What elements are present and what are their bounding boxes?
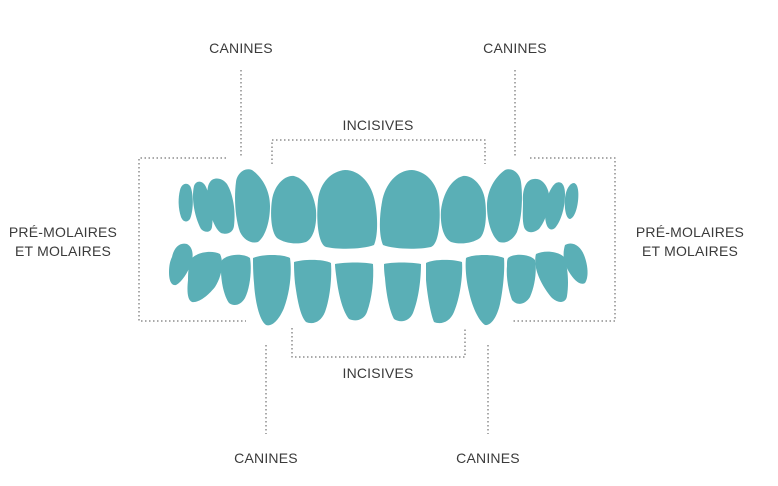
- label-premolars-left-line2: ET MOLAIRES: [14, 243, 112, 259]
- tooth-lower-left-canine: [253, 255, 291, 326]
- tooth-upper-left-central-incisor: [317, 170, 378, 249]
- tooth-upper-left-lateral-incisor: [271, 175, 317, 244]
- tooth-lower-right-canine: [465, 255, 505, 326]
- label-canines-top-right: CANINES: [483, 40, 547, 56]
- tooth-upper-left-premolar: [207, 178, 235, 234]
- label-canines-bottom-left: CANINES: [234, 450, 298, 466]
- upper-teeth: [178, 169, 579, 249]
- guide-premolars-left: [138, 157, 246, 322]
- label-premolars-left-line1: PRÉ-MOLAIRES: [8, 224, 118, 240]
- lower-teeth: [169, 243, 588, 326]
- tooth-upper-right-molar-3: [564, 183, 579, 219]
- label-premolars-right-line2: ET MOLAIRES: [641, 243, 739, 259]
- label-premolars-right: PRÉ-MOLAIRES ET MOLAIRES: [636, 223, 744, 261]
- tooth-lower-left-lateral-incisor: [294, 259, 332, 324]
- tooth-lower-left-molar-2: [187, 251, 223, 303]
- guide-lines: [138, 70, 616, 434]
- tooth-upper-right-canine: [487, 169, 522, 243]
- tooth-upper-left-canine: [235, 169, 270, 243]
- tooth-lower-left-molar-3: [169, 243, 193, 286]
- tooth-upper-right-premolar: [522, 178, 550, 233]
- tooth-upper-right-molar-2: [545, 182, 565, 230]
- tooth-upper-right-central-incisor: [379, 170, 440, 249]
- guide-incisives-bottom: [291, 328, 466, 358]
- label-premolars-left: PRÉ-MOLAIRES ET MOLAIRES: [9, 223, 117, 261]
- tooth-lower-left-central-incisor: [335, 262, 374, 321]
- label-premolars-right-line1: PRÉ-MOLAIRES: [635, 224, 745, 240]
- label-canines-top-left: CANINES: [209, 40, 273, 56]
- label-canines-bottom-right: CANINES: [456, 450, 520, 466]
- tooth-lower-right-lateral-incisor: [426, 259, 463, 324]
- guide-incisives-top: [271, 139, 486, 164]
- tooth-lower-right-central-incisor: [384, 262, 421, 322]
- tooth-lower-right-molar-3: [563, 243, 588, 284]
- tooth-lower-right-premolar: [506, 254, 536, 304]
- tooth-upper-left-molar-3: [178, 183, 193, 222]
- tooth-lower-right-molar-2: [535, 251, 568, 302]
- label-incisives-bottom: INCISIVES: [342, 365, 414, 381]
- tooth-lower-left-premolar: [221, 254, 251, 306]
- label-incisives-top: INCISIVES: [342, 117, 414, 133]
- tooth-upper-right-lateral-incisor: [440, 175, 486, 244]
